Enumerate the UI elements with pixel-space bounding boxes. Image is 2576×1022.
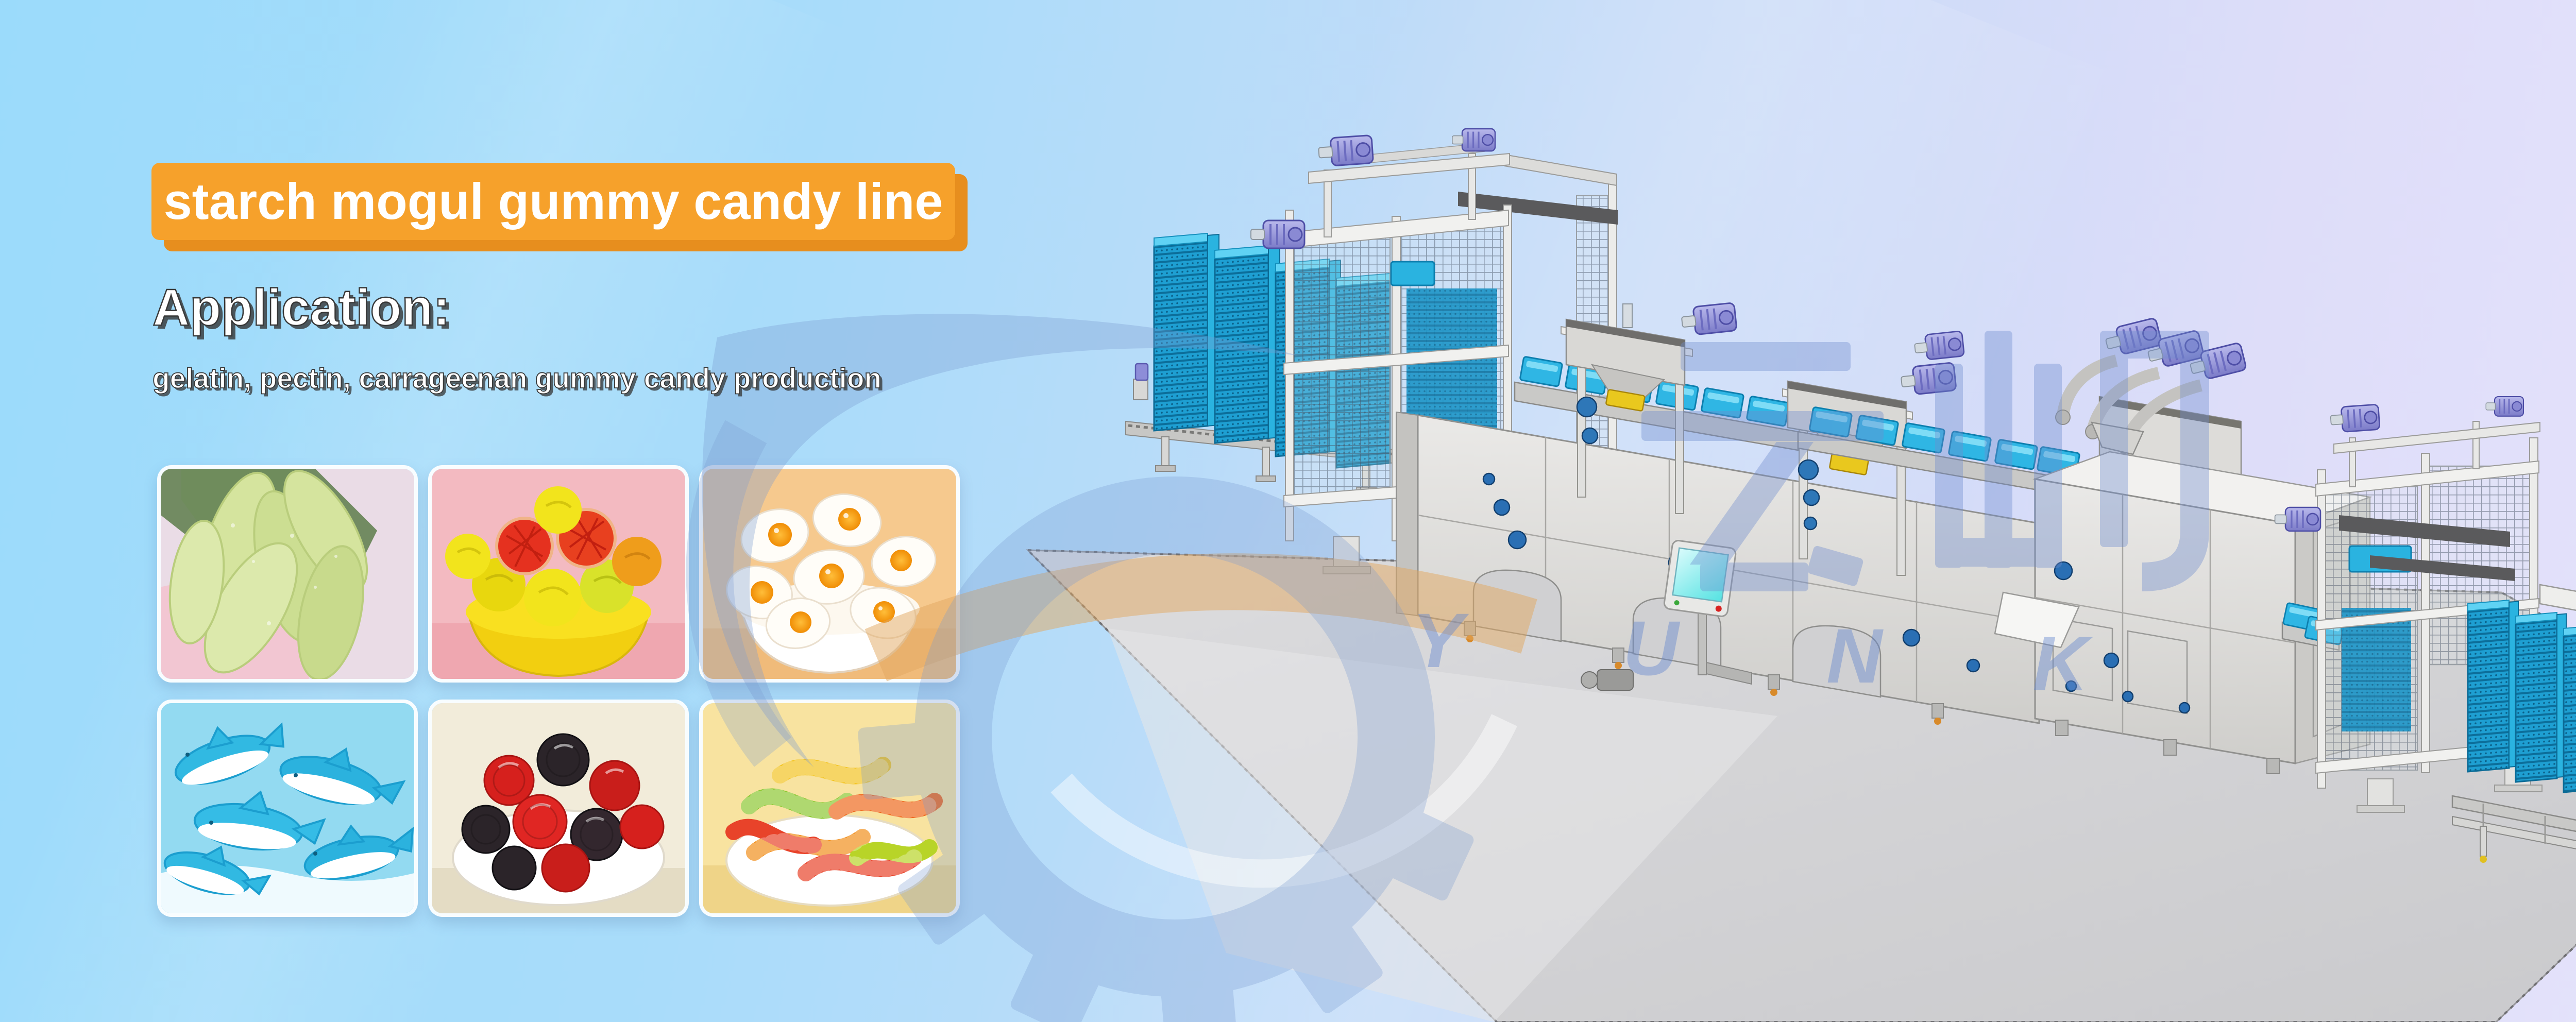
- candy-photo-shark-gummies: [157, 700, 418, 917]
- drying-cabinet: [1994, 421, 2372, 774]
- foot-pad-icon: [2480, 856, 2487, 863]
- under-body-motor-icon: [1581, 669, 1634, 691]
- depositor-station-1: [1561, 301, 1738, 514]
- outfeed-tray-stacks: [2467, 599, 2576, 793]
- candy-photo-egg-gummies: [699, 465, 960, 683]
- candy-photo-berry-gummies: [428, 700, 689, 917]
- application-description: gelatin, pectin, carrageenan gummy candy…: [152, 362, 882, 395]
- gear-motor-icon: [1317, 134, 1375, 168]
- control-panel: [1663, 540, 1752, 685]
- gear-motor-icon: [2485, 396, 2524, 417]
- fan-icon: [1798, 459, 1820, 531]
- fan-icon: [1576, 396, 1599, 445]
- panel-knob-icon: [2054, 561, 2191, 714]
- start-button-icon: [1674, 600, 1680, 606]
- screen: [1672, 547, 1729, 603]
- gear-motor-icon: [1680, 301, 1738, 337]
- candy-photo-green-slices: [157, 465, 418, 683]
- candy-photo-gummy-worms: [699, 700, 960, 917]
- gear-motor-icon: [1899, 361, 1958, 397]
- outfeed-conveyor: [2451, 795, 2576, 863]
- tray-stacker: [2274, 396, 2543, 813]
- page-title: starch mogul gummy candy line: [163, 173, 943, 230]
- gear-motor-icon: [1250, 219, 1306, 249]
- yellow-bracket-icon: [1605, 389, 1646, 412]
- title-banner: starch mogul gummy candy line: [151, 163, 955, 240]
- candy-photo-fruit-gummies: [428, 465, 689, 683]
- dryer-feed-motors: [2055, 316, 2248, 483]
- gear-motor-icon: [1912, 330, 1965, 362]
- panel-knob-icon: [1482, 472, 1980, 673]
- gear-motor-icon: [2329, 403, 2381, 434]
- application-heading: Application:: [152, 278, 451, 337]
- stop-button-icon: [1715, 605, 1722, 612]
